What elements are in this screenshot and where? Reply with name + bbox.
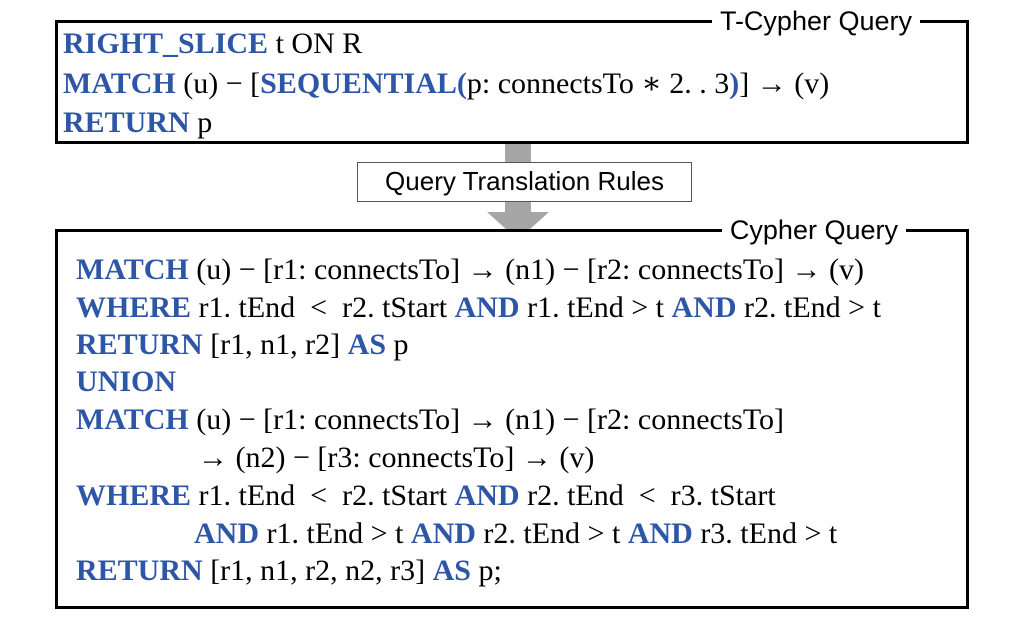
cypher-query-box: Cypher Query MATCH (u) − [r1: connectsTo…: [55, 215, 969, 609]
code-token: r2. tEnd < r3. tStart: [519, 479, 776, 512]
code-line: RETURN [r1, n1, r2, n2, r3] AS p;: [76, 553, 502, 589]
code-token: → (n2) − [r3: connectsTo] → (v): [198, 441, 595, 474]
code-token: (u) − [r1: connectsTo] → (n1) − [r2: con…: [188, 253, 865, 286]
keyword-token: WHERE: [76, 479, 192, 512]
query-translation-rules-label: Query Translation Rules: [385, 166, 664, 196]
keyword-token: AND: [627, 517, 693, 550]
keyword-token: MATCH: [76, 253, 189, 286]
code-token: r1. tEnd > t: [259, 517, 411, 550]
keyword-token: AND: [410, 517, 476, 550]
code-token: r3. tEnd > t: [692, 517, 838, 550]
code-line: AND r1. tEnd > t AND r2. tEnd > t AND r3…: [194, 516, 837, 552]
keyword-token: RETURN: [63, 106, 190, 139]
keyword-token: AND: [194, 517, 259, 550]
keyword-token: MATCH: [63, 67, 176, 100]
code-token: p: connectsTo ∗ 2. . 3: [466, 67, 730, 100]
code-line: RIGHT_SLICE t ON R: [63, 26, 362, 62]
query-translation-rules-box: Query Translation Rules: [357, 162, 692, 202]
code-line: RETURN [r1, n1, r2] AS p: [76, 327, 409, 363]
code-token: (u) − [: [175, 67, 261, 100]
keyword-token: RETURN: [76, 554, 203, 587]
code-token: p;: [471, 554, 502, 587]
keyword-token: RIGHT_SLICE: [63, 27, 269, 60]
code-token: (u) − [r1: connectsTo] → (n1) − [r2: con…: [188, 403, 785, 436]
keyword-token: UNION: [76, 365, 177, 398]
code-line: MATCH (u) − [SEQUENTIAL(p: connectsTo ∗ …: [63, 66, 829, 102]
keyword-token: MATCH: [76, 403, 189, 436]
code-line: MATCH (u) − [r1: connectsTo] → (n1) − [r…: [76, 402, 784, 438]
t-cypher-query-title: T-Cypher Query: [711, 6, 920, 36]
code-token: r1. tEnd > t: [519, 291, 672, 324]
code-token: ] → (v): [739, 67, 830, 100]
code-line: WHERE r1. tEnd < r2. tStart AND r1. tEnd…: [76, 290, 881, 326]
keyword-token: RETURN: [76, 328, 203, 361]
code-token: r1. tEnd < r2. tStart: [191, 291, 455, 324]
code-token: r1. tEnd < r2. tStart: [191, 479, 455, 512]
keyword-token: AND: [454, 479, 520, 512]
code-line: MATCH (u) − [r1: connectsTo] → (n1) − [r…: [76, 252, 864, 288]
keyword-token: AND: [671, 291, 737, 324]
code-line: WHERE r1. tEnd < r2. tStart AND r2. tEnd…: [76, 478, 776, 514]
code-line: → (n2) − [r3: connectsTo] → (v): [198, 440, 594, 476]
code-token: p: [386, 328, 409, 361]
keyword-token: SEQUENTIAL(: [260, 67, 467, 100]
code-line: RETURN p: [63, 105, 212, 141]
keyword-token: WHERE: [76, 291, 192, 324]
t-cypher-query-box: T-Cypher Query RIGHT_SLICE t ON R MATCH …: [55, 6, 969, 144]
code-line: UNION: [76, 364, 176, 400]
keyword-token: AS: [432, 554, 471, 587]
code-token: [r1, n1, r2, n2, r3]: [202, 554, 433, 587]
keyword-token: AS: [347, 328, 387, 361]
code-token: r2. tEnd > t: [475, 517, 628, 550]
code-token: t ON R: [268, 27, 363, 60]
code-token: p: [189, 106, 213, 139]
cypher-query-title: Cypher Query: [721, 215, 906, 245]
code-token: [r1, n1, r2]: [202, 328, 348, 361]
keyword-token: AND: [454, 291, 520, 324]
code-token: r2. tEnd > t: [736, 291, 881, 324]
keyword-token: ): [729, 67, 740, 100]
